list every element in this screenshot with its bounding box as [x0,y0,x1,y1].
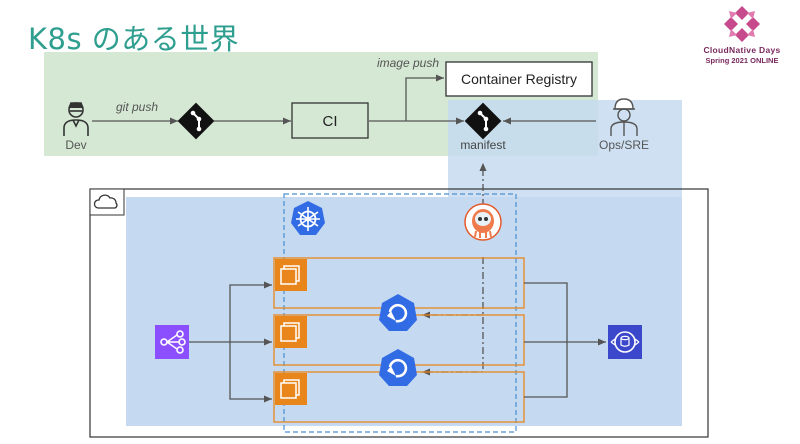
git-push-label: git push [116,100,158,114]
ops-engineer-icon [610,98,638,136]
cloud-boundary [89,188,709,438]
ops-sre-label: Ops/SRE [599,138,649,152]
ci-label: CI [323,113,338,130]
load-balancer-icon [155,325,189,359]
git-icon [177,102,215,140]
ec2-instance-icon [275,373,307,405]
cloud-icon [89,188,125,216]
deployment-sync-icon [379,349,417,386]
image-push-label: image push [377,56,439,70]
slide-title: K8s のある世界 [28,22,240,56]
ec2-instance-icon [275,316,307,348]
lb-to-instance-3-arrow [229,342,272,403]
cloudnative-days-logo [724,6,760,42]
storage-endpoint-icon [608,325,642,359]
git-manifest-icon [464,102,502,140]
ci-box [291,102,369,139]
deployment-sync-icon [379,294,417,331]
kubernetes-cluster-boundary [283,193,517,433]
argo-icon [464,203,502,241]
instance-3-to-storage-line [524,342,568,398]
dev-label: Dev [65,138,86,152]
image-push-arrow [405,74,444,121]
kubernetes-icon [291,201,325,235]
container-registry-box [445,61,593,97]
developer-person-icon [63,102,89,136]
event-edition: Spring 2021 ONLINE [705,56,779,65]
event-name: CloudNative Days [703,45,781,55]
container-registry-label: Container Registry [461,71,577,87]
manifest-label: manifest [460,138,506,152]
lb-to-instance-1-arrow [229,281,272,342]
instance-1-to-storage-line [524,282,568,342]
ec2-instance-icon [275,259,307,291]
